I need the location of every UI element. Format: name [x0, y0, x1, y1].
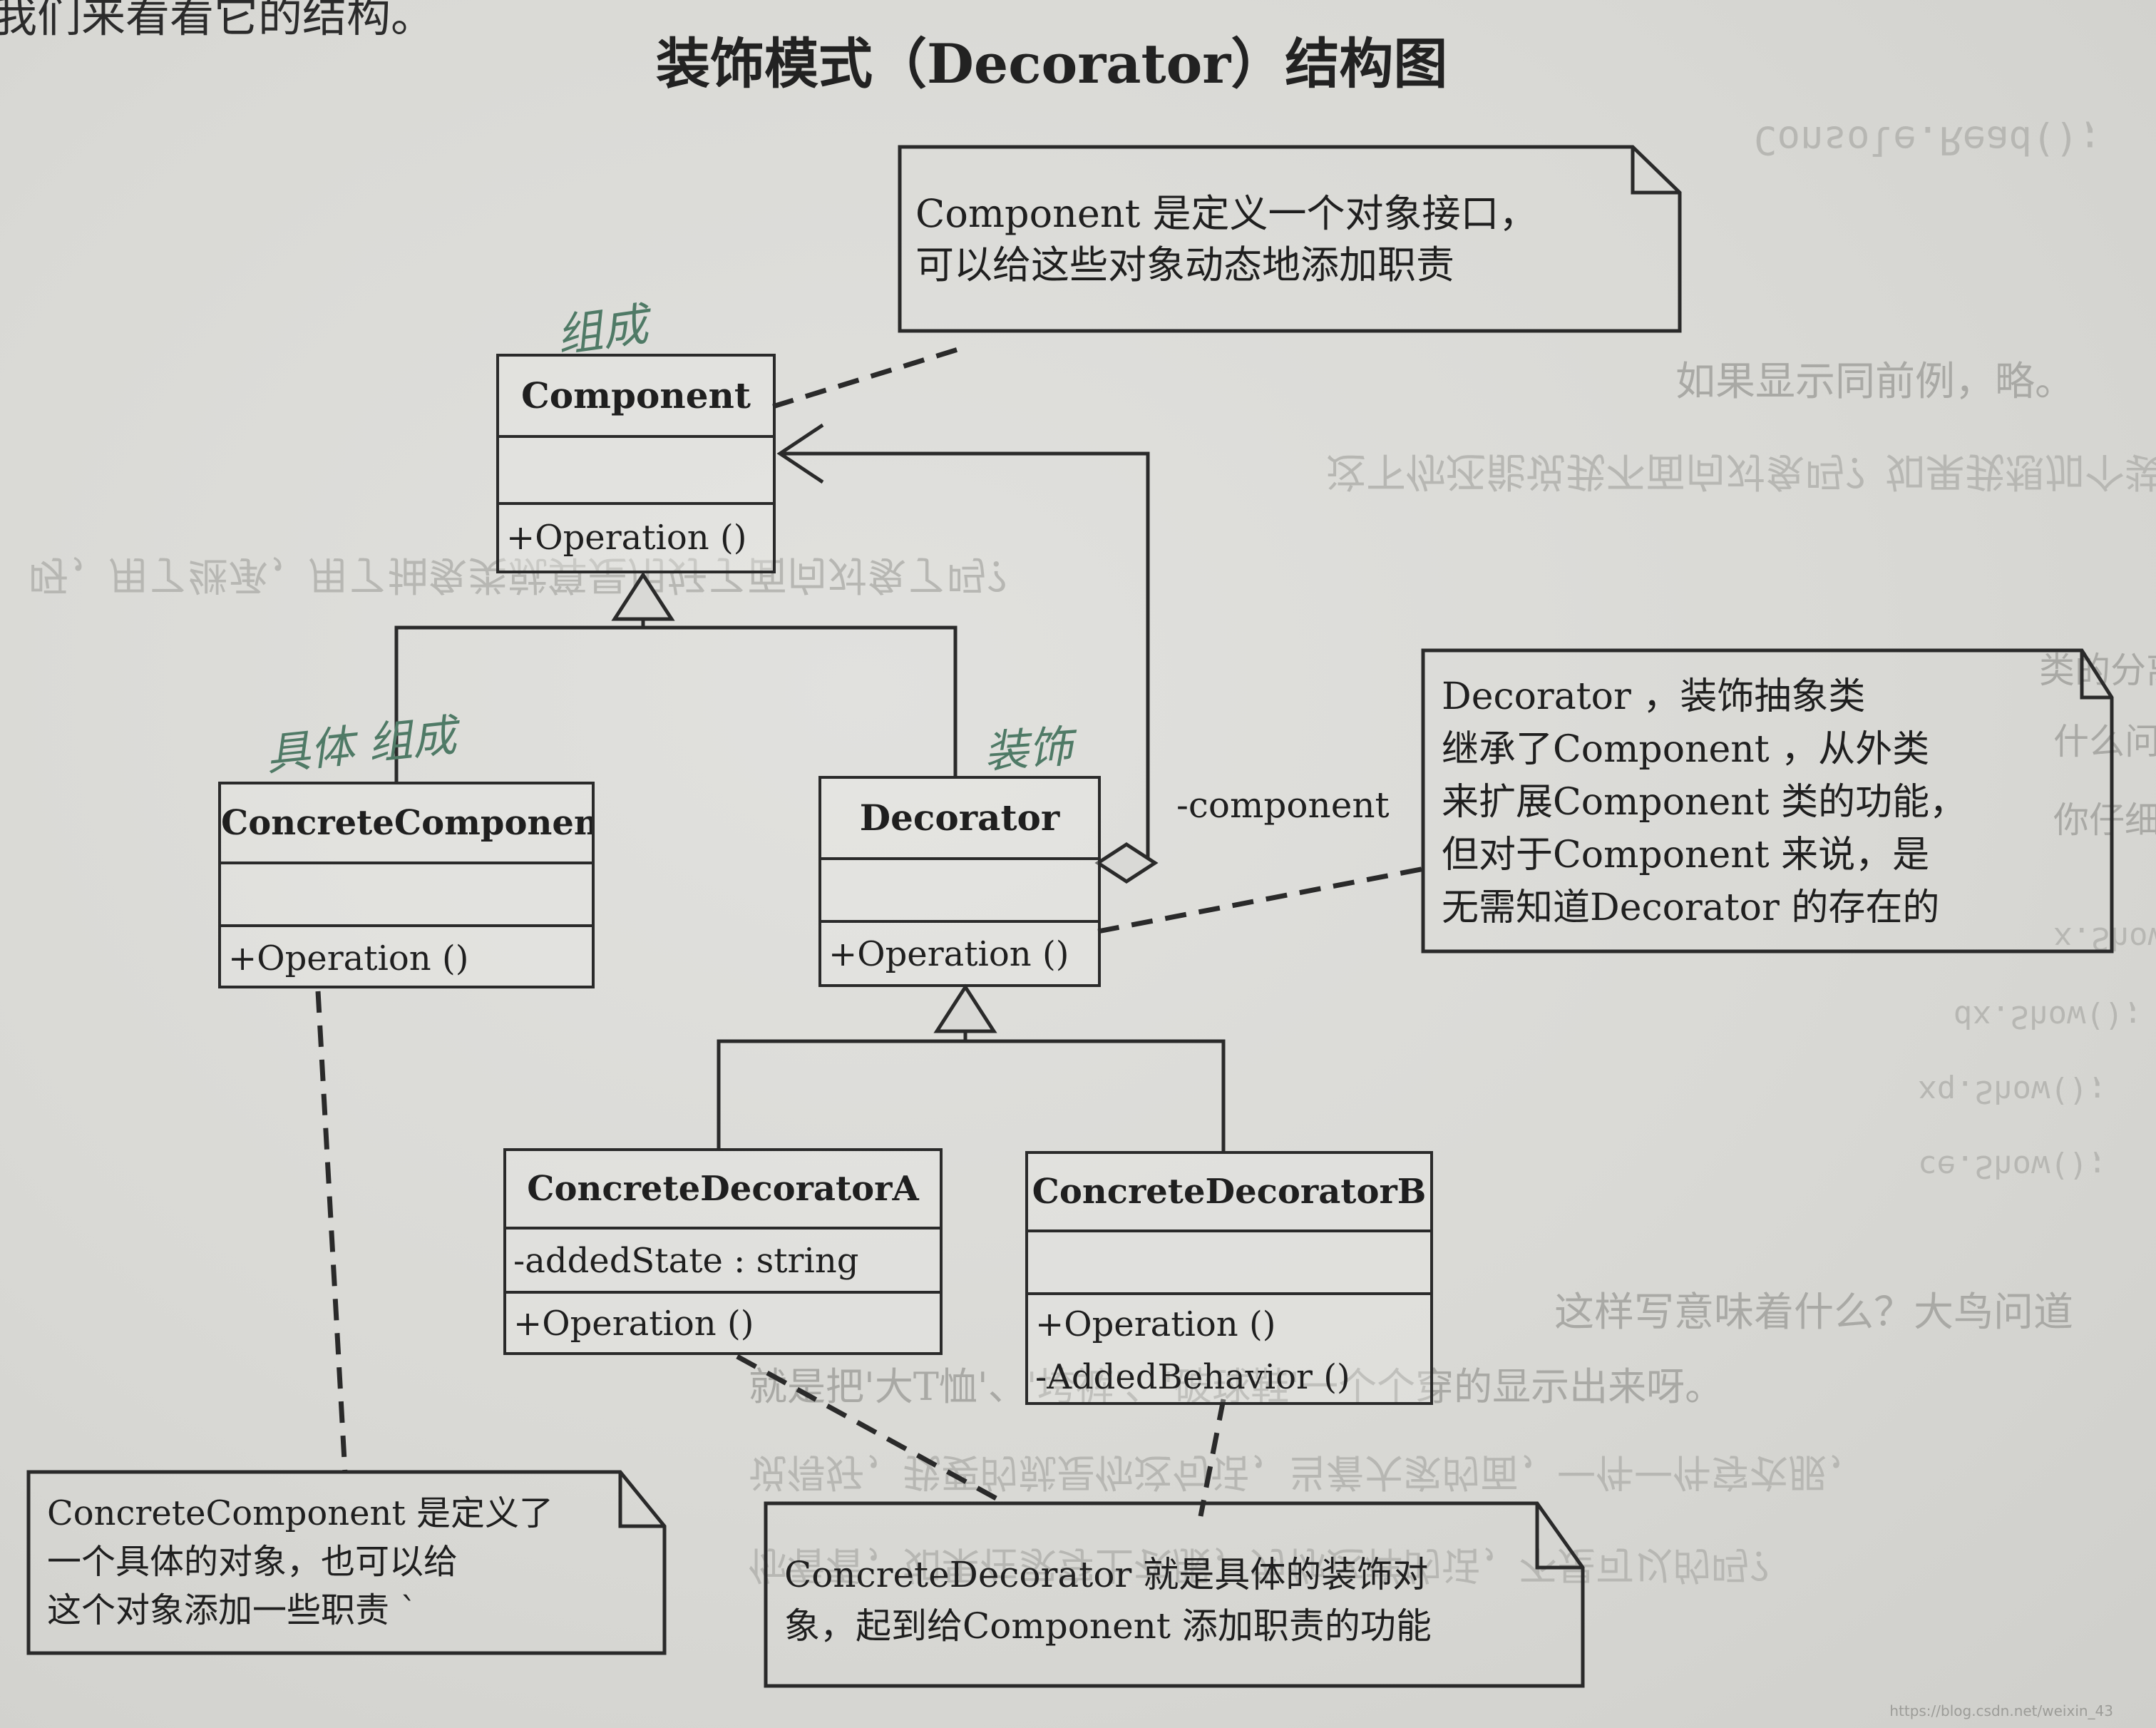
attribute-section — [821, 857, 1098, 920]
note-line: 一个具体的对象，也可以给 — [47, 1542, 458, 1582]
note-outline-decorator — [1421, 648, 2114, 954]
class-name: ConcreteDecoratorB — [1032, 1172, 1427, 1212]
association-role-label: -component — [1176, 784, 1390, 826]
operation: -AddedBehavior () — [1035, 1357, 1350, 1397]
bg-line-5: 什么问题？ — [2053, 721, 2156, 762]
note-line: ConcreteComponent 是定义了 — [47, 1493, 554, 1533]
note-corner-concrete-decorator — [1535, 1503, 1583, 1570]
attribute-section — [221, 862, 592, 924]
note-line: 继承了Component ，从外类 — [1442, 728, 1930, 771]
inherit-line-component-branch — [394, 625, 958, 784]
class-concrete-decorator-b: ConcreteDecoratorB +Operation () -AddedB… — [1025, 1151, 1433, 1405]
class-concrete-decorator-a: ConcreteDecoratorA -addedState : string … — [503, 1148, 943, 1355]
class-name: ConcreteDecoratorA — [527, 1169, 919, 1209]
note-concrete-decorator: ConcreteDecorator 就是具体的装饰对 象，起到给Componen… — [784, 1549, 1569, 1670]
inherit-arrow-decorator — [933, 983, 997, 1033]
note-line: Component 是定义一个对象接口， — [915, 191, 1538, 236]
bg-line-8: 就是把'大T恤'、'垮裤'、'破球鞋'一个个穿的显示出来呀。 — [749, 1364, 1724, 1409]
note-anchor-concrete-component — [315, 991, 348, 1474]
note-outline-concrete-component — [26, 1470, 667, 1655]
attribute-section — [499, 435, 773, 502]
attribute-section: -addedState : string — [506, 1227, 940, 1291]
note-concrete-component: ConcreteComponent 是定义了 一个具体的对象，也可以给 这个对象… — [47, 1489, 639, 1646]
bg-line-1: 如果显示同前例，略。 — [1675, 359, 2075, 405]
note-corner-component — [1631, 147, 1680, 195]
operation: +Operation () — [1035, 1304, 1276, 1344]
aggregation-arrowhead — [776, 423, 824, 484]
note-anchor-component — [771, 345, 964, 409]
note-line: ConcreteDecorator 就是具体的装饰对 — [784, 1554, 1429, 1595]
operation-section: +Operation () — [821, 920, 1098, 984]
class-name: Component — [521, 374, 751, 416]
operation-section: +Operation () -AddedBehavior () — [1028, 1292, 1430, 1402]
note-line: Decorator ，装饰抽象类 — [1442, 675, 1866, 718]
note-line: 可以给这些对象动态地添加职责 — [915, 242, 1454, 287]
class-concrete-component: ConcreteComponent +Operation () — [218, 782, 595, 988]
class-name: ConcreteComponent — [221, 803, 592, 843]
operation-section: +Operation () — [221, 924, 592, 988]
attribute-section — [1028, 1229, 1430, 1292]
class-name: Decorator — [859, 797, 1060, 839]
aggregation-diamond — [1094, 842, 1159, 884]
operation-section: +Operation () — [499, 502, 773, 571]
note-line: 象，起到给Component 添加职责的功能 — [784, 1605, 1432, 1647]
note-line: 来扩展Component 类的功能， — [1442, 781, 1967, 824]
bg-line-6: 你仔细看看 — [2053, 799, 2156, 841]
bg-line-7: 这样写意味着什么？大鸟问道 — [1554, 1289, 2073, 1336]
source-watermark: https://blog.csdn.net/weixin_43 — [1889, 1702, 2113, 1719]
note-line: 但对于Component 来说，是 — [1442, 834, 1930, 876]
operation: +Operation () — [828, 934, 1069, 974]
operation: +Operation () — [513, 1304, 754, 1344]
operation: +Operation () — [506, 518, 747, 558]
attribute: -addedState : string — [513, 1241, 859, 1281]
top-text-fragment: 我们来看看它的结构。 — [0, 0, 436, 42]
note-decorator: Decorator ，装饰抽象类 继承了Component ，从外类 来扩展Co… — [1442, 670, 2083, 941]
bg-line-4: 类的分离，但其他问题还有点的。 — [2039, 650, 2156, 691]
note-line: 无需知道Decorator 的存在的 — [1442, 886, 1940, 929]
note-outline-component — [898, 145, 1682, 333]
note-corner-concrete-component — [618, 1472, 664, 1528]
note-anchor-concrete-decorator-b — [1198, 1399, 1226, 1517]
aggregation-line — [780, 451, 1150, 863]
class-component: Component +Operation () — [496, 354, 776, 573]
operation: +Operation () — [228, 939, 469, 978]
note-component: Component 是定义一个对象接口， 可以给这些对象动态地添加职责 — [915, 188, 1636, 310]
note-line: 这个对象添加一些职责 ` — [47, 1590, 418, 1630]
note-outline-concrete-decorator — [764, 1501, 1585, 1688]
inherit-line-decorator-branch — [717, 1039, 1226, 1151]
inherit-arrow-component — [611, 571, 675, 621]
note-anchor-decorator — [1097, 866, 1425, 934]
handwriting-decorator: 装饰 — [982, 720, 1074, 779]
class-decorator: Decorator +Operation () — [818, 776, 1101, 987]
note-anchor-concrete-decorator-a — [736, 1354, 1007, 1506]
operation-section: +Operation () — [506, 1291, 940, 1352]
note-corner-decorator — [2080, 650, 2112, 700]
diagram-title: 装饰模式（Decorator）结构图 — [656, 32, 1448, 96]
